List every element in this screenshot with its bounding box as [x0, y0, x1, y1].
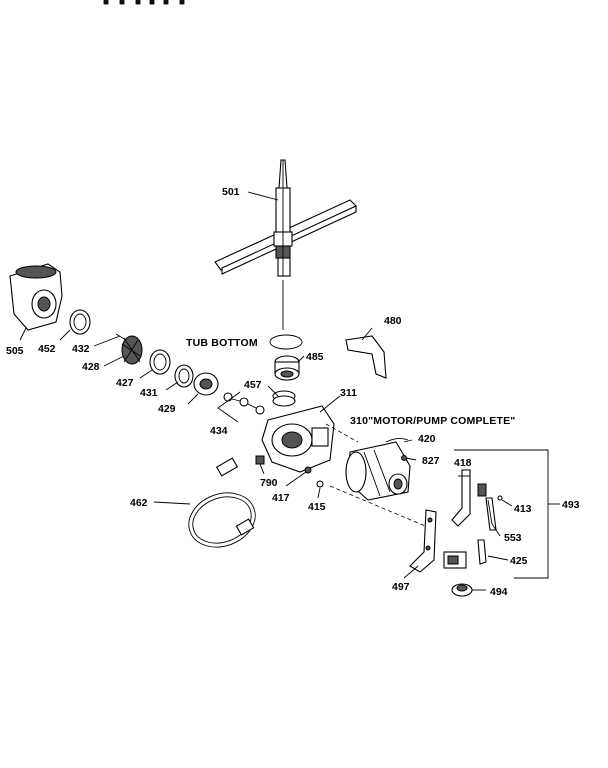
label-311: 311	[340, 387, 357, 399]
label-432: 432	[72, 343, 90, 355]
label-413: 413	[514, 503, 532, 515]
ring-431-part	[174, 364, 194, 388]
tub-bottom-ring	[269, 334, 303, 350]
clip-827-part	[401, 455, 407, 461]
label-485: 485	[306, 351, 324, 363]
label-553: 553	[504, 532, 522, 544]
hose-part	[188, 457, 256, 548]
label-417: 417	[272, 492, 290, 504]
cap-494-part	[451, 583, 473, 597]
label-420: 420	[418, 433, 436, 445]
label-494: 494	[490, 586, 508, 598]
label-428: 428	[82, 361, 100, 373]
spray-arm-part	[214, 159, 357, 330]
fitting-790-part	[255, 455, 265, 465]
motor-part	[345, 441, 411, 501]
top-edge-marks	[103, 0, 185, 5]
bearing-part	[274, 355, 300, 381]
clamp-ring-part	[69, 309, 91, 335]
leader-lines	[19, 191, 513, 591]
label-790: 790	[260, 477, 278, 489]
label-462: 462	[130, 497, 148, 509]
impeller-part	[193, 372, 219, 396]
spring-filter-part	[115, 333, 143, 365]
nut-417-part	[304, 466, 312, 474]
wire-420-part	[385, 437, 409, 443]
label-429: 429	[158, 403, 176, 415]
caption-tub-bottom: TUB BOTTOM	[186, 337, 258, 349]
label-827: 827	[422, 455, 440, 467]
label-425: 425	[510, 555, 528, 567]
screw-415-part	[316, 480, 324, 488]
label-505: 505	[6, 345, 24, 357]
label-493: 493	[562, 499, 580, 511]
label-427: 427	[116, 377, 134, 389]
assembly-line-1	[325, 423, 359, 443]
bracket-418-part	[451, 469, 503, 531]
clip-425-part	[477, 539, 487, 565]
caption-motor-pump: 310"MOTOR/PUMP COMPLETE"	[350, 415, 515, 427]
label-434: 434	[210, 425, 228, 437]
label-480: 480	[384, 315, 402, 327]
label-501: 501	[222, 186, 240, 198]
label-497: 497	[392, 581, 410, 593]
block-part	[443, 551, 467, 569]
label-452: 452	[38, 343, 56, 355]
label-431: 431	[140, 387, 158, 399]
label-415: 415	[308, 501, 326, 513]
label-418: 418	[454, 457, 472, 469]
pump-housing-part	[9, 263, 63, 331]
seal-part	[272, 390, 296, 407]
group-493-bracket	[454, 449, 549, 579]
ring-427-part	[149, 349, 171, 375]
bracket-497-part	[409, 509, 437, 573]
deflector-part	[345, 335, 387, 379]
label-457: 457	[244, 379, 262, 391]
pump-body-part	[261, 405, 335, 473]
washers-part	[223, 392, 265, 415]
